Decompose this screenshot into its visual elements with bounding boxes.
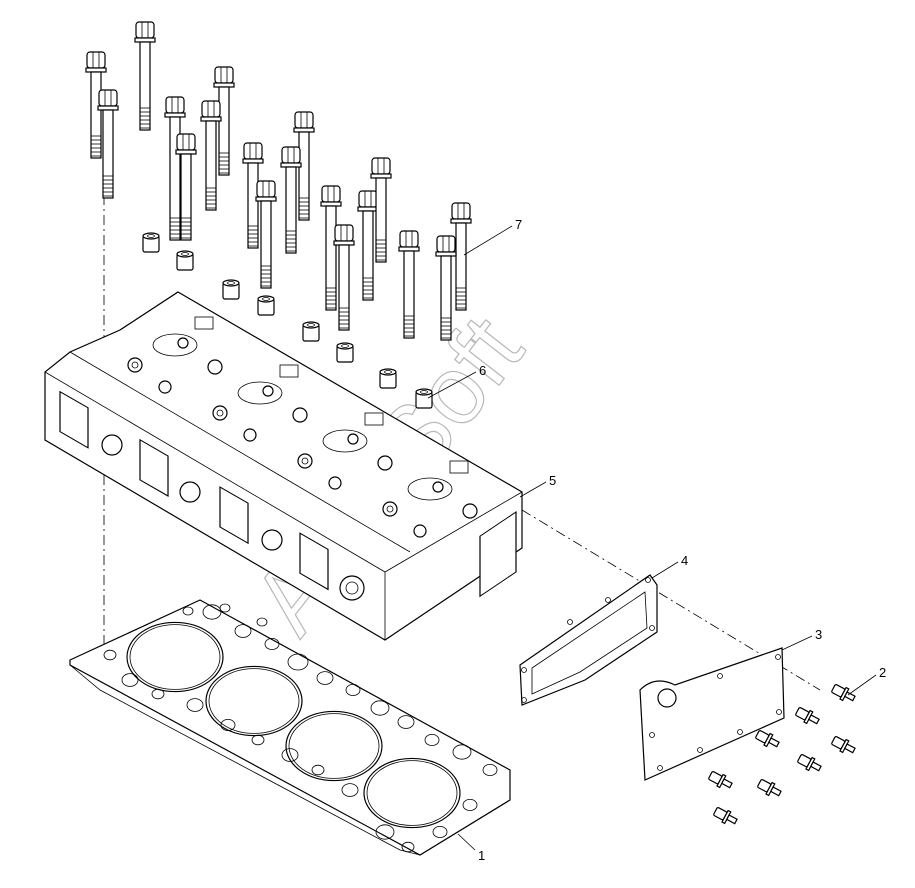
gasket-hole [121,673,139,687]
gasket-hole [311,764,325,776]
head-bolt [435,235,457,341]
gasket-hole [401,841,415,853]
gasket-hole [264,638,280,651]
cover-screw [797,754,822,772]
callout-7: 7 [515,217,522,232]
cover-screws [708,684,856,825]
gasket-hole [462,799,478,812]
gasket-hole [316,671,334,685]
head-bolt [370,157,392,263]
cylinder-bore [363,757,461,829]
cover-screw [755,730,780,748]
cover-screw [831,736,856,754]
valve-pocket [297,412,393,490]
head-bolt [357,190,379,301]
head-bolt [333,224,355,331]
gasket-hole [103,649,117,661]
gasket-hole [370,700,390,716]
gasket-hole [151,688,165,700]
head-bolt [293,111,315,221]
callout-6: 6 [479,363,486,378]
head-gasket-holes [103,603,498,853]
gasket-hole [219,603,231,613]
valve-pocket [212,364,308,442]
gasket-hole [220,719,236,732]
gasket-hole [234,624,252,638]
cover-screw [708,771,733,789]
valve-stem-seal [379,368,397,389]
callout-4: 4 [681,553,688,568]
valve-stem-seal [176,250,194,271]
gasket-hole [251,734,265,746]
side-cover-plate [639,647,785,781]
head-bolt [320,185,342,311]
gasket-hole [482,764,498,777]
head-bolt [242,142,264,249]
cover-screw [713,807,738,825]
cylinder-bore [126,621,224,693]
head-bolt [213,66,235,176]
valve-stem-seals [142,232,433,409]
cover-screw [757,779,782,797]
cover-gasket [519,574,658,706]
gasket-hole [182,606,194,616]
head-bolt [255,180,277,289]
gasket-hole [424,734,440,747]
gasket-hole [281,748,299,762]
callout-3: 3 [815,627,822,642]
gasket-hole [345,684,361,697]
callout-2: 2 [879,665,886,680]
head-bolt [85,51,107,159]
gasket-hole [375,824,395,840]
cover-screw [831,684,856,702]
head-bolt [200,100,222,211]
head-bolt [175,133,197,241]
head-bolt [97,89,119,199]
head-bolt [398,230,420,339]
valve-stem-seal [222,279,240,300]
callout-5: 5 [549,473,556,488]
callout-1: 1 [478,848,485,863]
head-bolt [280,146,302,254]
valve-stem-seal [336,342,354,363]
gasket-hole [341,783,359,797]
callout-labels: 1 2 3 4 5 6 7 [478,217,886,863]
cylinder-head [44,291,523,641]
head-bolt [134,21,156,131]
gasket-hole [287,653,309,671]
gasket-hole [186,698,204,712]
gasket-hole [397,715,415,729]
cover-screw [795,707,820,725]
valve-stem-seal [257,295,275,316]
leader-lines [427,225,877,851]
head-bolt [450,202,472,311]
valve-pocket [127,316,223,394]
cylinder-bore [205,665,303,737]
cylinder-bore [285,710,383,782]
head-bolt [164,96,186,241]
head-bolts [85,21,472,341]
valve-pocket [382,460,478,538]
valve-stem-seal [302,321,320,342]
head-top-details [127,316,478,538]
gasket-hole [202,604,222,620]
gasket-hole [432,826,448,839]
valve-stem-seal [142,232,160,253]
valve-stem-seal [415,388,433,409]
gasket-hole [452,744,472,760]
gasket-hole [256,617,268,627]
